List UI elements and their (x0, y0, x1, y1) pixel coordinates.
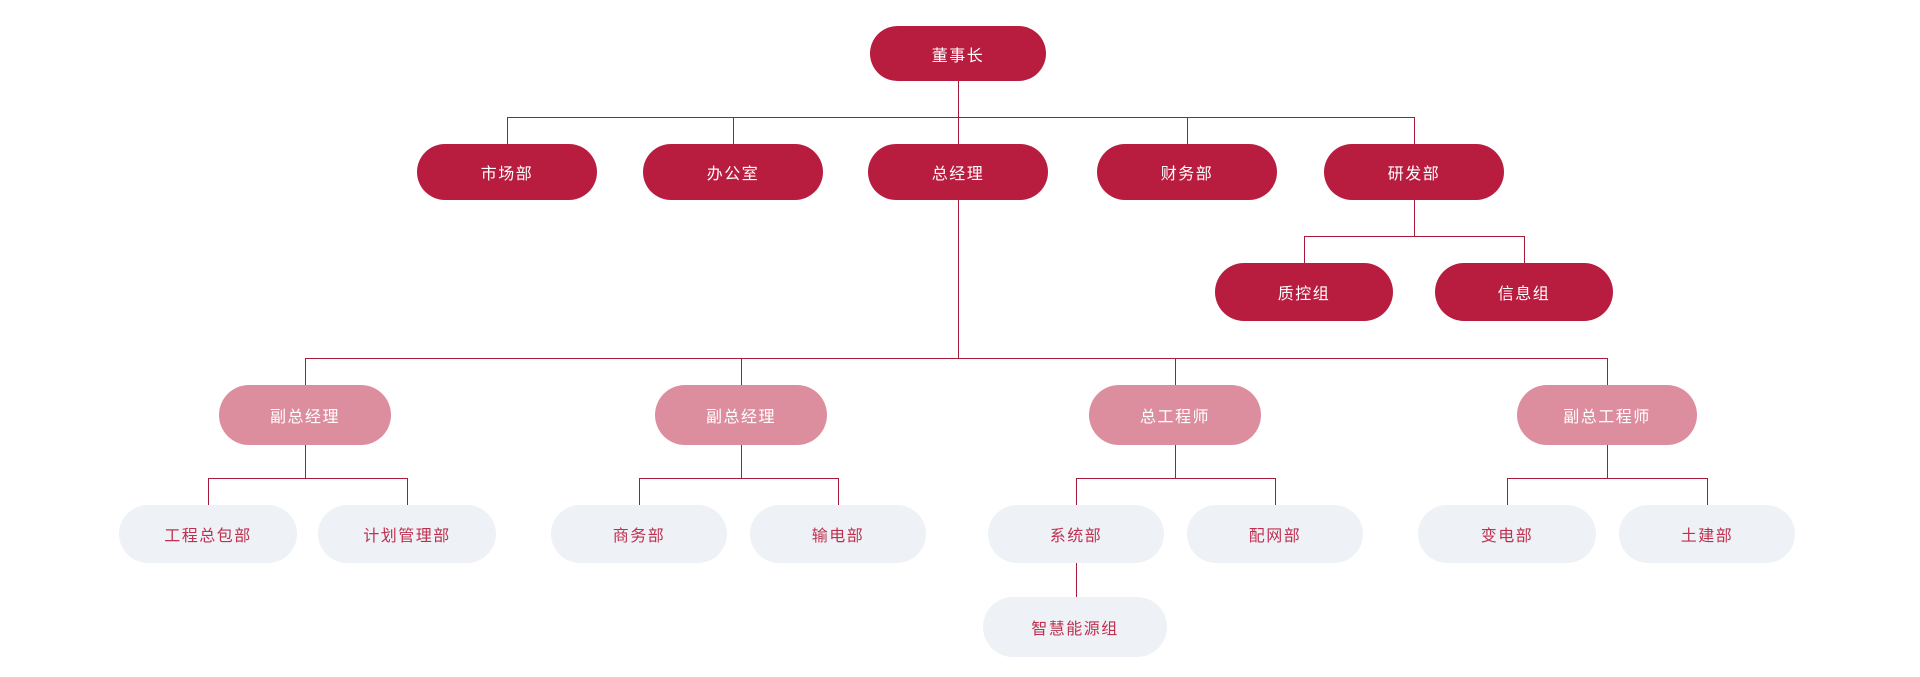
connector-line (1175, 358, 1176, 385)
org-node-smartenergy[interactable]: 智慧能源组 (983, 597, 1167, 657)
org-node-dgm2[interactable]: 副总经理 (655, 385, 827, 445)
connector-line (1607, 358, 1608, 385)
connector-line (407, 478, 408, 505)
connector-line (1076, 478, 1077, 505)
org-node-epc[interactable]: 工程总包部 (119, 505, 297, 563)
org-node-chairman[interactable]: 董事长 (870, 26, 1046, 81)
connector-line (305, 358, 1608, 359)
connector-line (639, 478, 839, 479)
connector-line (1524, 236, 1525, 263)
connector-line (1414, 200, 1415, 236)
org-node-qc[interactable]: 质控组 (1215, 263, 1393, 321)
org-node-finance[interactable]: 财务部 (1097, 144, 1277, 200)
org-node-civil[interactable]: 土建部 (1619, 505, 1795, 563)
org-node-gm[interactable]: 总经理 (868, 144, 1048, 200)
connector-line (1507, 478, 1708, 479)
connector-line (958, 81, 959, 117)
org-node-distribution[interactable]: 配网部 (1187, 505, 1363, 563)
connector-line (639, 478, 640, 505)
connector-line (741, 358, 742, 385)
connector-line (1607, 445, 1608, 478)
connector-line (958, 200, 959, 358)
org-node-depchiefeng[interactable]: 副总工程师 (1517, 385, 1697, 445)
connector-line (1304, 236, 1305, 263)
org-node-marketing[interactable]: 市场部 (417, 144, 597, 200)
connector-line (1275, 478, 1276, 505)
connector-line (733, 117, 734, 144)
connector-line (838, 478, 839, 505)
org-node-system[interactable]: 系统部 (988, 505, 1164, 563)
connector-line (741, 445, 742, 478)
org-node-business[interactable]: 商务部 (551, 505, 727, 563)
connector-line (958, 117, 959, 144)
org-node-planning[interactable]: 计划管理部 (318, 505, 496, 563)
connector-line (1507, 478, 1508, 505)
connector-line (1187, 117, 1188, 144)
connector-line (208, 478, 209, 505)
connector-line (1175, 445, 1176, 478)
org-node-substation[interactable]: 变电部 (1418, 505, 1596, 563)
connector-line (1414, 117, 1415, 144)
connector-line (1076, 563, 1077, 597)
connector-line (1707, 478, 1708, 505)
connector-line (1304, 236, 1525, 237)
org-node-infogroup[interactable]: 信息组 (1435, 263, 1613, 321)
org-node-transmission[interactable]: 输电部 (750, 505, 926, 563)
connector-line (1076, 478, 1276, 479)
org-node-office[interactable]: 办公室 (643, 144, 823, 200)
org-node-chiefeng[interactable]: 总工程师 (1089, 385, 1261, 445)
org-node-rnd[interactable]: 研发部 (1324, 144, 1504, 200)
org-node-dgm1[interactable]: 副总经理 (219, 385, 391, 445)
connector-line (208, 478, 408, 479)
connector-line (507, 117, 1415, 118)
connector-line (305, 445, 306, 478)
connector-line (507, 117, 508, 144)
connector-line (305, 358, 306, 385)
